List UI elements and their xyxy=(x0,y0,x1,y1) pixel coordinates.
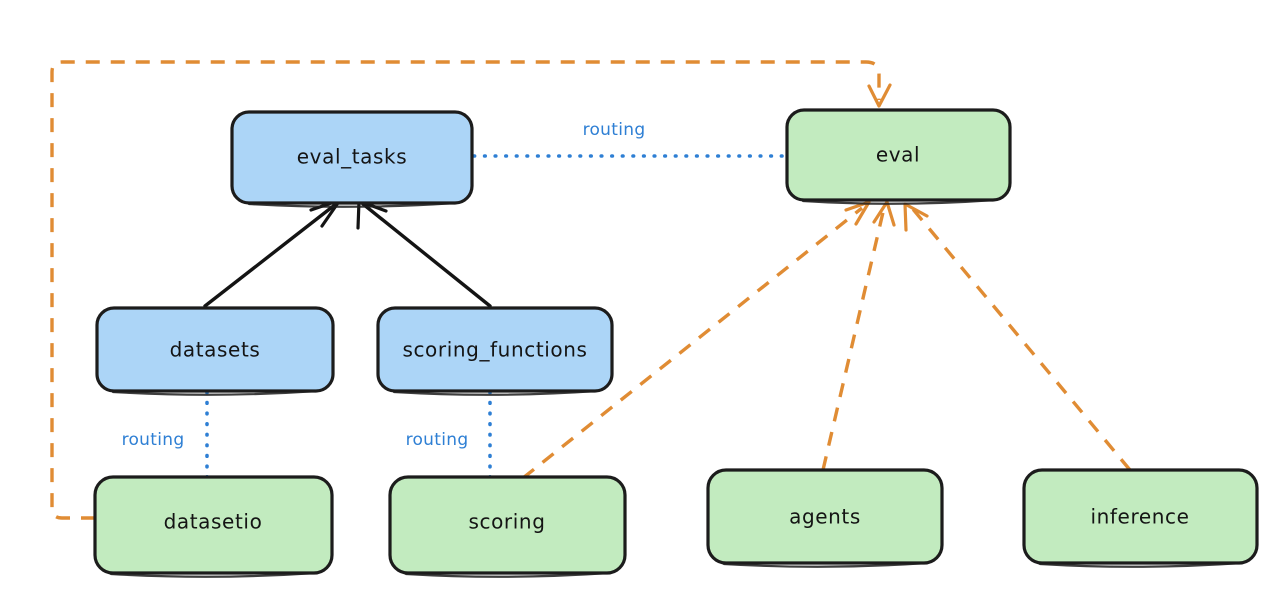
node-eval_tasks[interactable]: eval_tasks xyxy=(230,110,474,208)
node-label-eval_tasks: eval_tasks xyxy=(297,145,407,169)
node-label-scoring_functions: scoring_functions xyxy=(402,338,587,362)
edge-label-routing-scoring-functions: routing xyxy=(406,430,469,450)
node-label-inference: inference xyxy=(1090,505,1189,529)
edge-label-routing-eval-tasks: routing xyxy=(583,120,646,140)
node-label-datasets: datasets xyxy=(170,338,261,362)
node-eval[interactable]: eval xyxy=(785,108,1012,205)
edge-inference-to-eval xyxy=(903,202,1132,472)
edge-eval_tasks-to-eval: routing xyxy=(472,120,788,158)
node-datasetio[interactable]: datasetio xyxy=(93,475,334,578)
edge-datasets-to-datasetio: routing xyxy=(122,390,209,479)
edge-datasetio-to-eval xyxy=(50,60,892,520)
node-agents[interactable]: agents xyxy=(706,468,944,568)
node-label-agents: agents xyxy=(789,505,861,529)
edge-scoring-to-eval xyxy=(521,200,871,480)
node-layer: eval_tasks eval datasets scoring_functio… xyxy=(93,108,1259,578)
node-scoring[interactable]: scoring xyxy=(388,475,627,578)
edge-datasets-to-eval_tasks xyxy=(203,198,342,308)
node-scoring_functions[interactable]: scoring_functions xyxy=(376,306,614,396)
edge-scoring_functions-to-eval_tasks xyxy=(356,199,492,308)
node-label-scoring: scoring xyxy=(468,510,545,534)
node-inference[interactable]: inference xyxy=(1022,468,1259,568)
node-label-eval: eval xyxy=(876,143,920,167)
edge-agents-to-eval xyxy=(821,200,896,471)
edge-scoring_functions-to-scoring: routing xyxy=(406,390,492,479)
node-label-datasetio: datasetio xyxy=(164,510,263,534)
node-datasets[interactable]: datasets xyxy=(95,306,335,396)
edge-label-routing-datasets: routing xyxy=(122,430,185,450)
